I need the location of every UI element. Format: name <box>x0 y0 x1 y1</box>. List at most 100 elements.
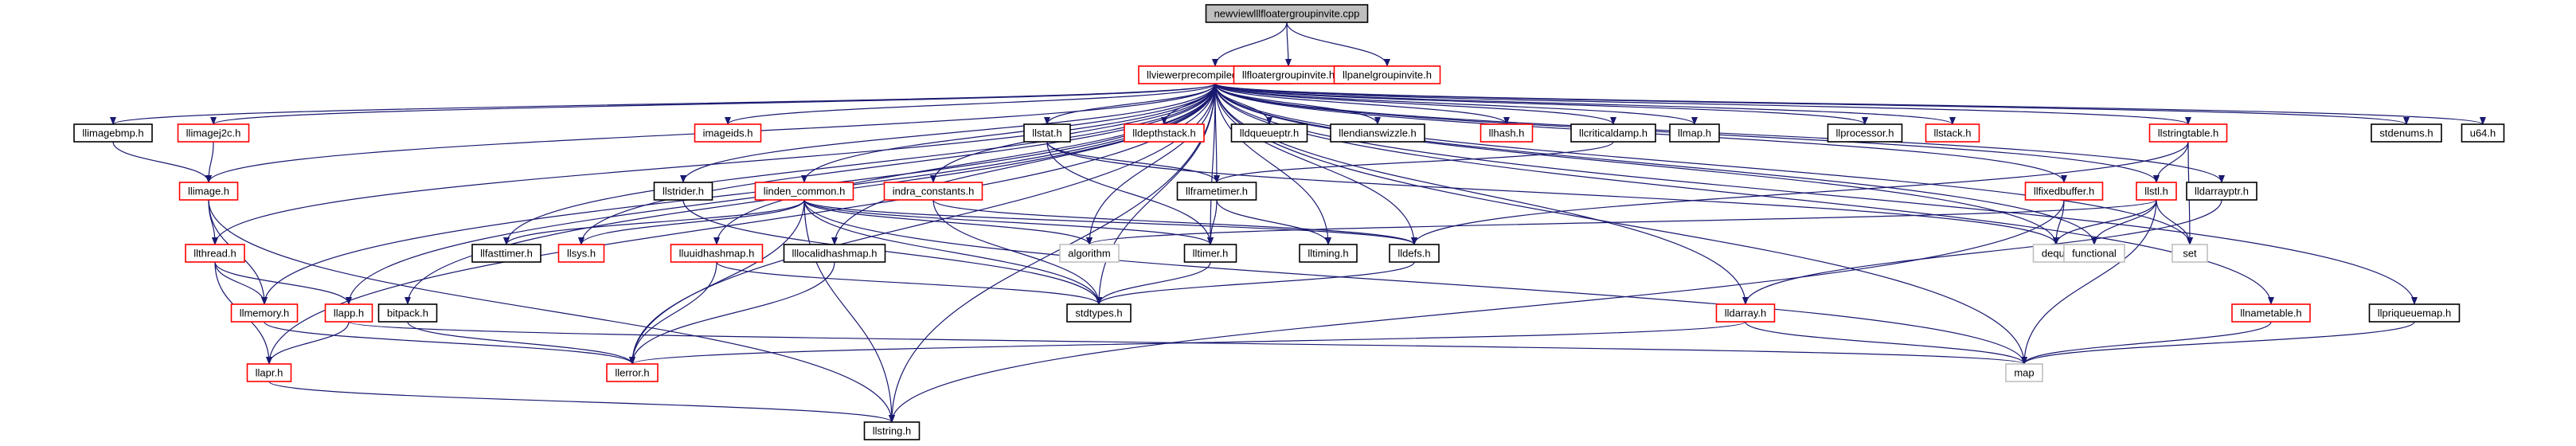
node-llimagebmp[interactable]: llimagebmp.h <box>73 123 153 143</box>
node-llfixedbuffer[interactable]: llfixedbuffer.h <box>2024 182 2104 201</box>
edge-llthread-to-llapp <box>214 261 352 305</box>
node-label: llerror.h <box>615 367 649 379</box>
edge-llfixedbuffer-to-deque <box>2053 199 2065 245</box>
node-llapp[interactable]: llapp.h <box>324 303 373 323</box>
node-label: llfloatergroupinvite.h <box>1242 69 1335 81</box>
node-label: indra_constants.h <box>893 186 975 198</box>
node-label: llpanelgroupinvite.h <box>1343 69 1432 81</box>
node-label: bitpack.h <box>387 307 428 319</box>
edge-pch-to-deque <box>1214 83 2059 245</box>
node-functional[interactable]: functional <box>2063 244 2125 263</box>
node-llfasttimer[interactable]: llfasttimer.h <box>471 244 541 263</box>
node-llstat[interactable]: llstat.h <box>1023 123 1071 143</box>
node-stdtypes[interactable]: stdtypes.h <box>1066 303 1132 323</box>
node-llapr[interactable]: llapr.h <box>246 363 292 382</box>
node-root[interactable]: newviewlllfloatergroupinvite.cpp <box>1205 4 1369 23</box>
node-label: lldqueueptr.h <box>1240 127 1299 139</box>
node-llcriticaldamp[interactable]: llcriticaldamp.h <box>1570 123 1656 143</box>
node-llframetimer[interactable]: llframetimer.h <box>1176 182 1257 201</box>
node-indraconst[interactable]: indra_constants.h <box>883 182 983 201</box>
node-llmap[interactable]: llmap.h <box>1669 123 1720 143</box>
node-imageids[interactable]: imageids.h <box>694 123 762 143</box>
edge-bitpack-to-llerror <box>407 321 635 365</box>
node-llendianswizzle[interactable]: llendianswizzle.h <box>1330 123 1425 143</box>
node-label: llcriticaldamp.h <box>1579 127 1648 139</box>
node-u64[interactable]: u64.h <box>2461 123 2505 143</box>
node-algorithm[interactable]: algorithm <box>1059 244 1120 263</box>
node-bitpack[interactable]: bitpack.h <box>377 303 438 323</box>
node-box <box>2148 123 2228 143</box>
node-label: llhash.h <box>1489 127 1525 139</box>
edge-pch-to-u64 <box>1214 83 2486 125</box>
edge-pch-to-llimagej2c <box>210 83 1216 125</box>
node-lllocalidhashmap[interactable]: lllocalidhashmap.h <box>783 244 886 263</box>
file-nodes: newviewlllfloatergroupinvite.cppllviewer… <box>73 4 2505 440</box>
node-label: llmemory.h <box>240 307 290 319</box>
node-llstack[interactable]: llstack.h <box>1925 123 1980 143</box>
edge-pch-to-llstring <box>889 83 1216 423</box>
node-llimage[interactable]: llimage.h <box>178 182 239 201</box>
edge-pch-to-llprocessor <box>1214 83 1868 125</box>
edge-pch-to-llthread <box>212 83 1216 245</box>
node-label: lluuidhashmap.h <box>679 248 755 260</box>
node-lldarray[interactable]: lldarray.h <box>1715 303 1776 323</box>
node-pgi[interactable]: llpanelgroupinvite.h <box>1333 65 1441 84</box>
node-label: set <box>2183 248 2197 260</box>
node-stdenums[interactable]: stdenums.h <box>2371 123 2442 143</box>
node-flgi[interactable]: llfloatergroupinvite.h <box>1233 65 1344 84</box>
node-map[interactable]: map <box>2005 363 2043 382</box>
node-box <box>783 244 886 263</box>
node-box <box>1389 244 1440 263</box>
edge-pch-to-llsys <box>578 83 1216 245</box>
node-llnametable[interactable]: llnametable.h <box>2231 303 2311 323</box>
node-label: lllocalidhashmap.h <box>792 248 878 260</box>
node-box <box>1066 303 1132 323</box>
edge-lindencommon-to-algorithm <box>803 199 1093 245</box>
edge-llstl-to-functional <box>2091 199 2157 245</box>
edge-pch-to-lindencommon <box>801 83 1216 183</box>
node-llimagej2c[interactable]: llimagej2c.h <box>177 123 250 143</box>
node-lldepthstack[interactable]: lldepthstack.h <box>1124 123 1205 143</box>
node-lldqueueptr[interactable]: lldqueueptr.h <box>1230 123 1308 143</box>
edge-lindencommon-to-llerror <box>629 199 805 365</box>
edge-pch-to-lltiming <box>1214 83 1331 245</box>
node-box <box>1480 123 1534 143</box>
node-llstringtable[interactable]: llstringtable.h <box>2148 123 2228 143</box>
node-llstrider[interactable]: llstrider.h <box>653 182 713 201</box>
node-llstl[interactable]: llstl.h <box>2136 182 2177 201</box>
node-lldarrayptr[interactable]: lldarrayptr.h <box>2186 182 2257 201</box>
node-lluuidhashmap[interactable]: lluuidhashmap.h <box>670 244 764 263</box>
node-box <box>883 182 983 201</box>
node-llprocessor[interactable]: llprocessor.h <box>1827 123 1903 143</box>
node-set[interactable]: set <box>2171 244 2208 263</box>
node-lltiming[interactable]: lltiming.h <box>1299 244 1358 263</box>
node-llthread[interactable]: llthread.h <box>185 244 245 263</box>
node-box <box>1023 123 1071 143</box>
edge-root-to-flgi <box>1284 22 1292 67</box>
node-label: llthread.h <box>193 248 236 260</box>
node-box <box>2371 123 2442 143</box>
edge-llstat-to-deque <box>1046 141 2059 245</box>
node-lldefs[interactable]: lldefs.h <box>1389 244 1440 263</box>
edge-pch-to-llfasttimer <box>503 83 1216 245</box>
edge-llstl-to-map <box>2021 199 2157 365</box>
edge-llcriticaldamp-to-llframetimer <box>1214 141 1614 183</box>
node-llsys[interactable]: llsys.h <box>557 244 605 263</box>
node-llpriqueuemap[interactable]: llpriqueuemap.h <box>2368 303 2461 323</box>
edge-lindencommon-to-lldefs <box>803 199 1417 245</box>
node-llhash[interactable]: llhash.h <box>1480 123 1534 143</box>
edge-indraconst-to-lldefs <box>932 199 1417 245</box>
edge-llnametable-to-map <box>2021 321 2272 365</box>
node-llmemory[interactable]: llmemory.h <box>230 303 299 323</box>
node-label: llimage.h <box>188 186 229 198</box>
node-llstring[interactable]: llstring.h <box>863 421 921 440</box>
node-llerror[interactable]: llerror.h <box>606 363 659 382</box>
edge-llstl-to-algorithm <box>1086 199 2157 245</box>
node-lltimer[interactable]: lltimer.h <box>1183 244 1237 263</box>
edge-pch-to-llmap <box>1214 83 1698 125</box>
edge-pch-to-imageids <box>725 83 1216 125</box>
node-lindencommon[interactable]: linden_common.h <box>754 182 854 201</box>
node-label: llstat.h <box>1032 127 1062 139</box>
node-label: llimagej2c.h <box>186 127 241 139</box>
node-box <box>1570 123 1656 143</box>
